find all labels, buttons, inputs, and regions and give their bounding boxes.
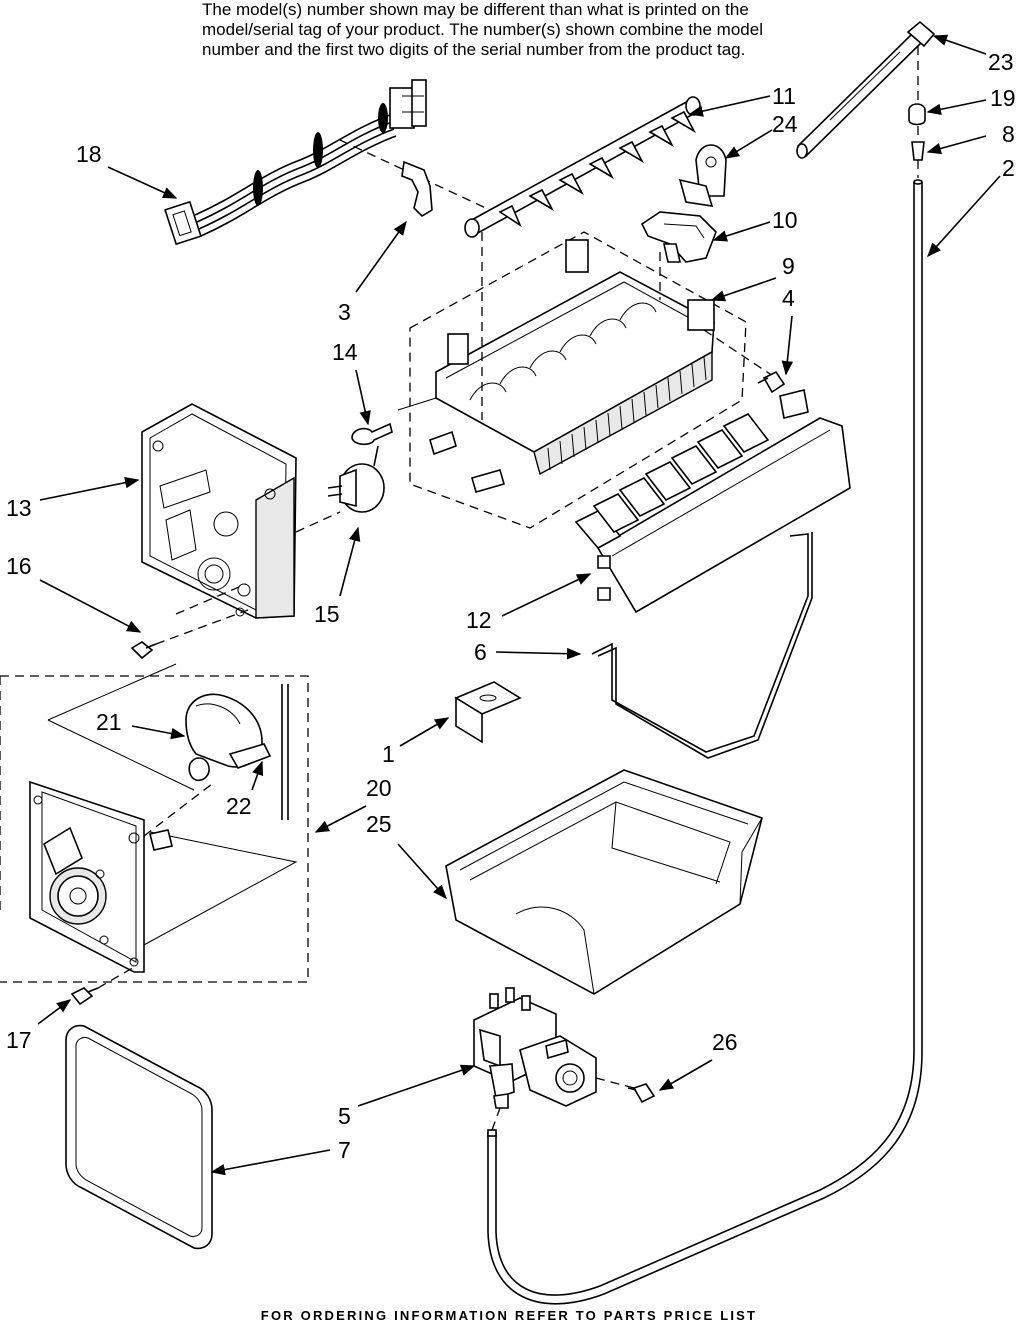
callout-6: 6 (474, 639, 487, 665)
clamp-part (351, 422, 393, 446)
tube-insert-part (911, 141, 925, 161)
motor-part (185, 684, 289, 820)
callout-5: 5 (338, 1103, 351, 1129)
callout-25: 25 (366, 811, 392, 837)
module-housing-part (141, 403, 297, 619)
model-number-note: The model(s) number shown may be differe… (202, 0, 902, 60)
callout-8: 8 (1002, 121, 1015, 147)
grommet-part (908, 103, 926, 126)
ice-mold-part (397, 239, 715, 493)
callout-15: 15 (314, 601, 340, 627)
screw-part-4 (757, 370, 786, 394)
callout-24: 24 (772, 111, 798, 137)
stripper-part (574, 389, 851, 614)
leader-lines (37, 34, 1001, 1176)
callout-19: 19 (990, 85, 1016, 111)
callout-9: 9 (782, 253, 795, 279)
bearing-part (678, 144, 727, 207)
note-line-1: The model(s) number shown may be differe… (202, 0, 749, 19)
cover-part (65, 1024, 213, 1250)
ordering-info-footer: FOR ORDERING INFORMATION REFER TO PARTS … (260, 1308, 758, 1323)
fill-cup-part (640, 211, 717, 263)
clip-part (401, 160, 433, 218)
bracket-part (454, 681, 522, 744)
callout-22: 22 (226, 793, 252, 819)
note-line-3: number and the first two digits of the s… (202, 40, 746, 59)
callout-7: 7 (338, 1137, 351, 1163)
ejector-part (464, 96, 701, 238)
callout-21: 21 (96, 709, 122, 735)
callout-3: 3 (338, 299, 351, 325)
callout-11: 11 (772, 83, 796, 109)
screw-part-17 (70, 987, 99, 1006)
callout-17: 17 (6, 1027, 32, 1053)
fill-tube-part (796, 20, 936, 159)
note-line-2: model/serial tag of your product. The nu… (202, 20, 763, 39)
shutoff-arm-part (591, 532, 813, 759)
callout-26: 26 (712, 1029, 738, 1055)
callout-4: 4 (782, 285, 795, 311)
ice-bin-part (445, 769, 763, 995)
callout-13: 13 (6, 495, 32, 521)
water-valve-part (473, 987, 597, 1109)
callout-14: 14 (332, 339, 358, 365)
callout-16: 16 (6, 553, 32, 579)
thermostat-part (327, 445, 385, 513)
callout-23: 23 (988, 49, 1014, 75)
callout-20: 20 (366, 775, 392, 801)
callout-12: 12 (466, 607, 492, 633)
water-tube-part (487, 179, 923, 1305)
callout-2: 2 (1002, 155, 1015, 181)
wire-harness-part (164, 79, 427, 246)
callout-18: 18 (76, 141, 102, 167)
callout-10: 10 (772, 207, 798, 233)
motor-plate-part (29, 780, 173, 973)
screw-part-26 (627, 1083, 656, 1104)
screw-part-16 (130, 641, 157, 660)
callout-1: 1 (382, 741, 395, 767)
